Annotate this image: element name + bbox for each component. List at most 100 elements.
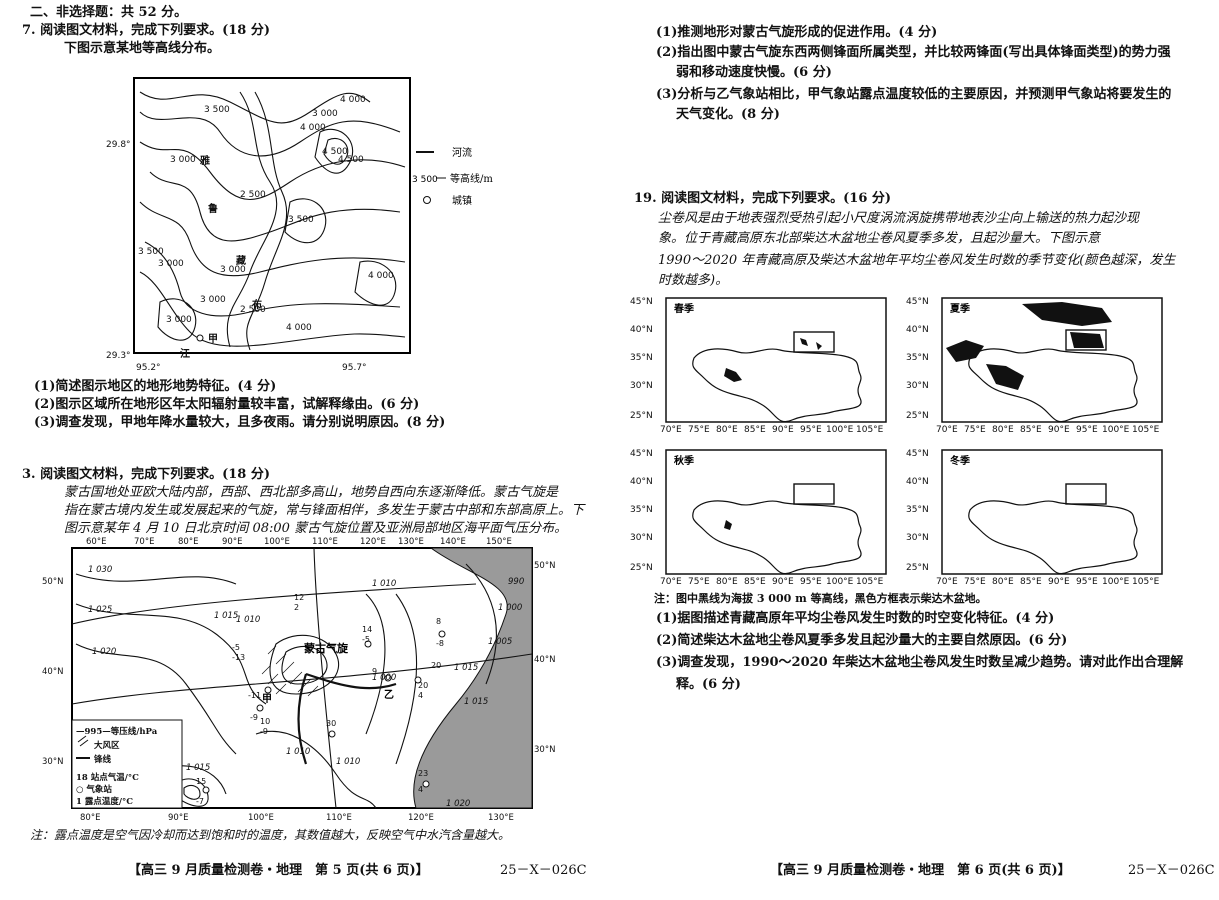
q17-caption: 下图示意某地等高线分布。 <box>64 41 221 56</box>
lat-label: 30°N <box>630 533 653 543</box>
lon-label: 80°E <box>992 425 1014 435</box>
station-value: 4 <box>418 691 423 700</box>
lon-label: 100°E <box>1102 577 1130 587</box>
lon-label: 90°E <box>1048 577 1070 587</box>
lat-label: 45°N <box>906 449 929 459</box>
map-summer: 夏季 <box>941 297 1163 423</box>
front-line <box>297 673 308 765</box>
station-value: 8 <box>436 617 441 626</box>
lon-label: 70°E <box>936 577 958 587</box>
lat-label: 50°N <box>42 577 63 587</box>
station-value: -13 <box>232 653 245 662</box>
legend-item: 18 站点气温/°C <box>76 772 139 783</box>
isobar-label: 1 000 <box>498 603 522 613</box>
contour-label: 3 000 <box>170 155 196 165</box>
lon-label: 85°E <box>744 577 766 587</box>
lon-label: 110°E <box>326 813 352 823</box>
isobar-label: 1 015 <box>454 663 478 673</box>
lon-right-label: 95.7° <box>342 363 367 372</box>
lon-label: 105°E <box>856 577 884 587</box>
q19-title: 19. 阅读图文材料，完成下列要求。(16 分) <box>634 191 892 206</box>
lat-label: 35°N <box>630 353 653 363</box>
season-label: 春季 <box>674 302 695 315</box>
lon-label: 70°E <box>936 425 958 435</box>
lon-label: 100°E <box>1102 425 1130 435</box>
lon-label: 70°E <box>660 425 682 435</box>
lon-label: 140°E <box>440 537 466 547</box>
isobar-label: 1 010 <box>286 747 310 757</box>
isobar-label: 1 020 <box>92 647 116 657</box>
lon-label: 130°E <box>488 813 514 823</box>
station-value: 9 <box>372 667 377 676</box>
lat-label: 40°N <box>534 655 555 665</box>
lat-label: 25°N <box>906 411 929 421</box>
lon-label: 80°E <box>716 577 738 587</box>
lon-label: 95°E <box>1076 577 1098 587</box>
lon-label: 85°E <box>1020 425 1042 435</box>
lon-label: 100°E <box>264 537 290 547</box>
q18-note: 注：露点温度是空气因冷却而达到饱和时的温度，其数值越大，反映空气中水汽含量越大。 <box>30 828 511 842</box>
station-value: 2 <box>294 603 299 612</box>
front-line <box>305 672 397 690</box>
lon-label: 60°E <box>86 537 106 547</box>
gale-legend-icon <box>77 735 89 747</box>
map-spring: 春季 <box>665 297 887 423</box>
lon-label: 70°E <box>660 577 682 587</box>
isobar-label: 1 025 <box>88 605 112 615</box>
season-maps: 春季 夏季 秋季 冬季 45°N <box>630 297 1163 587</box>
lon-label: 90°E <box>222 537 242 547</box>
contour-label: 4 000 <box>340 95 366 105</box>
q17-item-3: (3)调查发现，甲地年降水量较大，且多夜雨。请分别说明原因。(8 分) <box>34 415 446 430</box>
lat-label: 45°N <box>906 297 929 307</box>
station-value: 23 <box>418 769 428 778</box>
contour-label: 3 000 <box>312 109 338 119</box>
lat-label: 30°N <box>42 757 63 767</box>
lat-label: 40°N <box>906 477 929 487</box>
map-autumn: 秋季 <box>665 449 887 575</box>
q17-item-2: (2)图示区域所在地形区年太阳辐射量较丰富，试解释缘由。(6 分) <box>34 397 420 412</box>
q18-para-2: 指在蒙古境内发生或发展起来的气旋，常与锋面相伴，多发生于蒙古中部和东部高原上。下 <box>64 503 585 518</box>
contour-label: 4 000 <box>286 323 312 333</box>
contour-label: 3 000 <box>200 295 226 305</box>
station-value: -9 <box>250 713 258 722</box>
station-value: 20 <box>431 661 441 670</box>
pressure-map: 蒙古气旋 甲 乙 12 2 -5 -13 14 -5 8 -8 20 9 -11… <box>42 537 555 823</box>
map-winter: 冬季 <box>941 449 1163 575</box>
place-label: 江 <box>180 347 190 360</box>
lon-label: 80°E <box>178 537 198 547</box>
lon-label: 75°E <box>688 577 710 587</box>
footer-right-code: 25－X－026C <box>1128 863 1215 878</box>
lon-label: 130°E <box>398 537 424 547</box>
contour-map: 3 500 3 000 4 000 4 500 4 000 3 000 2 50… <box>106 77 493 372</box>
contour-label: 3 000 <box>220 265 246 275</box>
lon-label: 100°E <box>826 425 854 435</box>
contour-label: 3 500 <box>138 247 164 257</box>
lon-label: 80°E <box>992 577 1014 587</box>
station-a-label: 甲 <box>262 693 272 705</box>
q19-para-1: 尘卷风是由于地表强烈受热引起小尺度涡流涡旋携带地表沙尘向上输送的热力起沙现 <box>658 211 1140 226</box>
lon-label: 120°E <box>408 813 434 823</box>
left-page: 二、非选择题：共 52 分。 7. 阅读图文材料，完成下列要求。(18 分) 下… <box>22 5 587 878</box>
isobar-label: 1 010 <box>236 615 260 625</box>
q18-item-1: (1)推测地形对蒙古气旋形成的促进作用。(4 分) <box>656 25 938 40</box>
lon-label: 105°E <box>856 425 884 435</box>
station-value: 4 <box>418 785 423 794</box>
contour-label: 2 500 <box>240 190 266 200</box>
pressure-legend <box>71 719 183 809</box>
place-label: 布 <box>252 298 262 311</box>
contour-label: 3 000 <box>166 315 192 325</box>
lon-label: 75°E <box>688 425 710 435</box>
legend-contour: 等高线/m <box>450 172 493 185</box>
lon-left-label: 95.2° <box>136 363 161 372</box>
lat-label: 35°N <box>630 505 653 515</box>
q19-item-1: (1)据图描述青藏高原年平均尘卷风发生时数的时空变化特征。(4 分) <box>656 611 1055 626</box>
lat-label: 25°N <box>630 563 653 573</box>
lon-label: 90°E <box>772 425 794 435</box>
place-label: 雅 <box>200 154 210 167</box>
lon-label: 95°E <box>1076 425 1098 435</box>
q19-para-3: 1990～2020 年青藏高原及柴达木盆地年平均尘卷风发生时数的季节变化(颜色越… <box>658 253 1176 268</box>
footer-right-title: 【高三 9 月质量检测卷・地理 第 6 页(共 6 页)】 <box>770 863 1071 878</box>
lon-label: 85°E <box>1020 577 1042 587</box>
lat-label: 40°N <box>630 477 653 487</box>
lon-label: 75°E <box>964 425 986 435</box>
